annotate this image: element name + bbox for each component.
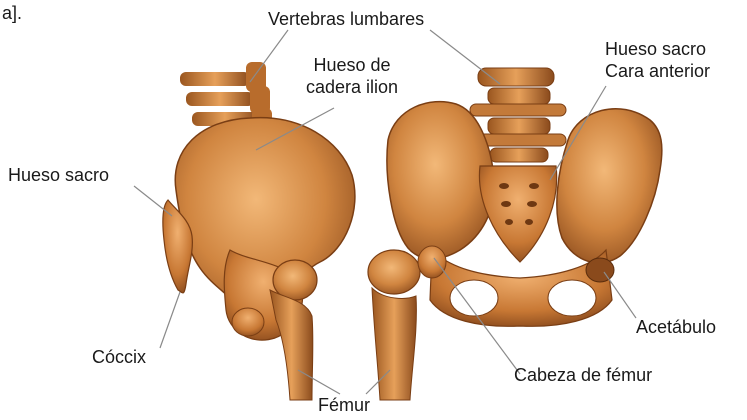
- label-hueso-sacro-right: Hueso sacro Cara anterior: [605, 38, 710, 82]
- obturator-foramen-left: [450, 280, 498, 316]
- label-hueso-cadera-line2: cadera ilion: [292, 76, 412, 98]
- leader-coccix: [160, 292, 180, 348]
- label-hueso-cadera: Hueso de cadera ilion: [292, 54, 412, 98]
- anterior-femur-head: [368, 250, 420, 294]
- leader-vertebras-right: [430, 30, 500, 84]
- anterior-view: [368, 68, 662, 400]
- label-hueso-sacro-left: Hueso sacro: [8, 164, 109, 186]
- lateral-trochanter: [232, 308, 264, 336]
- label-femur: Fémur: [318, 394, 370, 416]
- label-hueso-sacro-right-line1: Hueso sacro: [605, 38, 710, 60]
- label-coccix: Cóccix: [92, 346, 146, 368]
- lateral-femur-shaft: [270, 290, 313, 400]
- label-cabeza-femur: Cabeza de fémur: [514, 364, 652, 386]
- acetabulum: [586, 258, 614, 282]
- anterior-trochanter: [418, 246, 446, 278]
- anterior-ilium-right: [557, 109, 662, 263]
- label-vertebras-lumbares: Vertebras lumbares: [268, 8, 424, 30]
- leader-hueso-sacro-left: [134, 186, 172, 216]
- obturator-foramen-right: [548, 280, 596, 316]
- anterior-ilium-left: [387, 102, 494, 259]
- label-hueso-cadera-line1: Hueso de: [292, 54, 412, 76]
- label-hueso-sacro-right-line2: Cara anterior: [605, 60, 710, 82]
- label-acetabulo: Acetábulo: [636, 316, 716, 338]
- anterior-sacrum: [479, 166, 556, 262]
- leader-vertebras-left: [250, 30, 288, 82]
- fragment-text: a].: [2, 2, 22, 24]
- anterior-femur-shaft: [372, 288, 416, 400]
